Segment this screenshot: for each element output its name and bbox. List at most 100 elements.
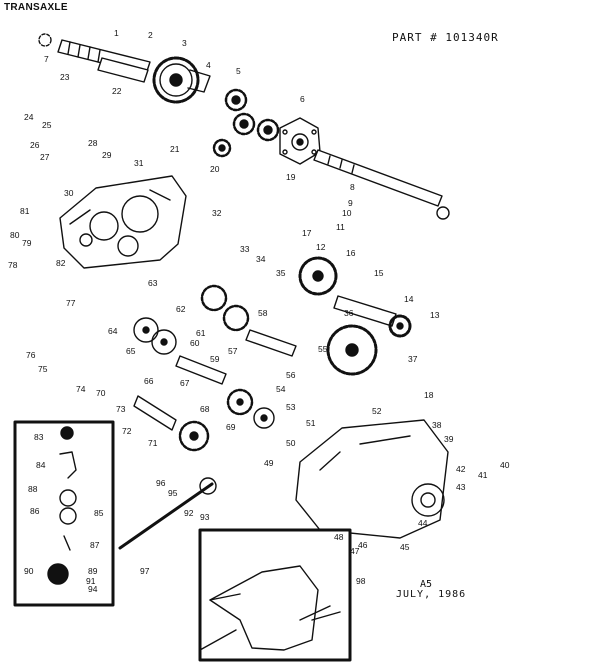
callout-85: 85	[94, 508, 104, 518]
callout-84: 84	[36, 460, 46, 470]
callout-11: 11	[336, 222, 345, 232]
callout-14: 14	[404, 294, 414, 304]
callout-64: 64	[108, 326, 118, 336]
callout-81: 81	[20, 206, 30, 216]
callout-94: 94	[88, 584, 98, 594]
callout-76: 76	[26, 350, 36, 360]
callout-3: 3	[182, 38, 187, 48]
callout-93: 93	[200, 512, 210, 522]
callout-80: 80	[10, 230, 20, 240]
callout-30: 30	[64, 188, 74, 198]
callout-63: 63	[148, 278, 158, 288]
callout-18: 18	[424, 390, 434, 400]
callout-47: 47	[350, 546, 360, 556]
ring-7-top	[38, 33, 52, 47]
callout-16: 16	[346, 248, 356, 258]
callout-58: 58	[258, 308, 268, 318]
callout-32: 32	[212, 208, 222, 218]
callout-49: 49	[264, 458, 274, 468]
shaft-14	[333, 295, 397, 327]
spline-shaft-left	[57, 39, 151, 83]
callout-44: 44	[418, 518, 428, 528]
callout-75: 75	[38, 364, 48, 374]
callout-51: 51	[306, 418, 316, 428]
callout-29: 29	[102, 150, 112, 160]
callout-43: 43	[456, 482, 466, 492]
callout-65: 65	[126, 346, 136, 356]
callout-54: 54	[276, 384, 286, 394]
axle-shaft-1	[313, 149, 450, 220]
callout-37: 37	[408, 354, 418, 364]
shaft-57	[245, 329, 297, 357]
callout-59: 59	[210, 354, 220, 364]
callout-34: 34	[256, 254, 266, 264]
flange-6	[279, 117, 321, 165]
callout-12: 12	[316, 242, 326, 252]
callout-10: 10	[342, 208, 352, 218]
callout-78: 78	[8, 260, 18, 270]
callout-96: 96	[156, 478, 166, 488]
callout-23: 23	[60, 72, 70, 82]
callout-91: 91	[86, 576, 96, 586]
page-title: TRANSAXLE	[4, 2, 68, 13]
callout-61: 61	[196, 328, 206, 338]
gear-row-lower	[178, 388, 275, 452]
callout-39: 39	[444, 434, 454, 444]
callout-48: 48	[334, 532, 344, 542]
callout-74: 74	[76, 384, 86, 394]
callout-27: 27	[40, 152, 50, 162]
callout-36: 36	[344, 308, 354, 318]
sprocket-gear-3	[152, 56, 211, 104]
revision-code: A5	[420, 579, 433, 590]
callout-71: 71	[148, 438, 158, 448]
gear-cluster-5	[212, 88, 280, 158]
callout-67: 67	[180, 378, 190, 388]
callout-2: 2	[148, 30, 153, 40]
callout-7: 7	[44, 54, 49, 64]
callout-9: 9	[348, 198, 353, 208]
callout-60: 60	[190, 338, 200, 348]
callout-21: 21	[170, 144, 180, 154]
callout-35: 35	[276, 268, 286, 278]
callout-4: 4	[206, 60, 211, 70]
gear-13	[388, 314, 412, 338]
gear-55	[326, 324, 378, 376]
callout-22: 22	[112, 86, 122, 96]
callout-31: 31	[134, 158, 144, 168]
callout-40: 40	[500, 460, 510, 470]
callout-92: 92	[184, 508, 194, 518]
callout-97: 97	[140, 566, 150, 576]
callout-20: 20	[210, 164, 220, 174]
callout-17: 17	[302, 228, 312, 238]
callout-53: 53	[286, 402, 296, 412]
callout-6: 6	[300, 94, 305, 104]
callout-55: 55	[318, 344, 328, 354]
callout-38: 38	[432, 420, 442, 430]
callout-numbers: 1 2 3 4 5 6 7 8 9 10 11 12 13 14 15 16 1…	[8, 28, 510, 594]
gear-stack-center	[133, 284, 250, 355]
callout-19: 19	[286, 172, 296, 182]
callout-82: 82	[56, 258, 66, 268]
callout-86: 86	[30, 506, 40, 516]
callout-13: 13	[430, 310, 440, 320]
callout-77: 77	[66, 298, 76, 308]
callout-70: 70	[96, 388, 106, 398]
callout-72: 72	[122, 426, 132, 436]
callout-57: 57	[228, 346, 238, 356]
callout-52: 52	[372, 406, 382, 416]
gear-16	[298, 256, 338, 296]
callout-1: 1	[114, 28, 119, 38]
callout-69: 69	[226, 422, 236, 432]
callout-42: 42	[456, 464, 466, 474]
callout-45: 45	[400, 542, 410, 552]
callout-79: 79	[22, 238, 32, 248]
callout-5: 5	[236, 66, 241, 76]
callout-95: 95	[168, 488, 178, 498]
callout-41: 41	[478, 470, 488, 480]
callout-56: 56	[286, 370, 296, 380]
callout-15: 15	[374, 268, 384, 278]
callout-87: 87	[90, 540, 100, 550]
callout-33: 33	[240, 244, 250, 254]
callout-26: 26	[30, 140, 40, 150]
